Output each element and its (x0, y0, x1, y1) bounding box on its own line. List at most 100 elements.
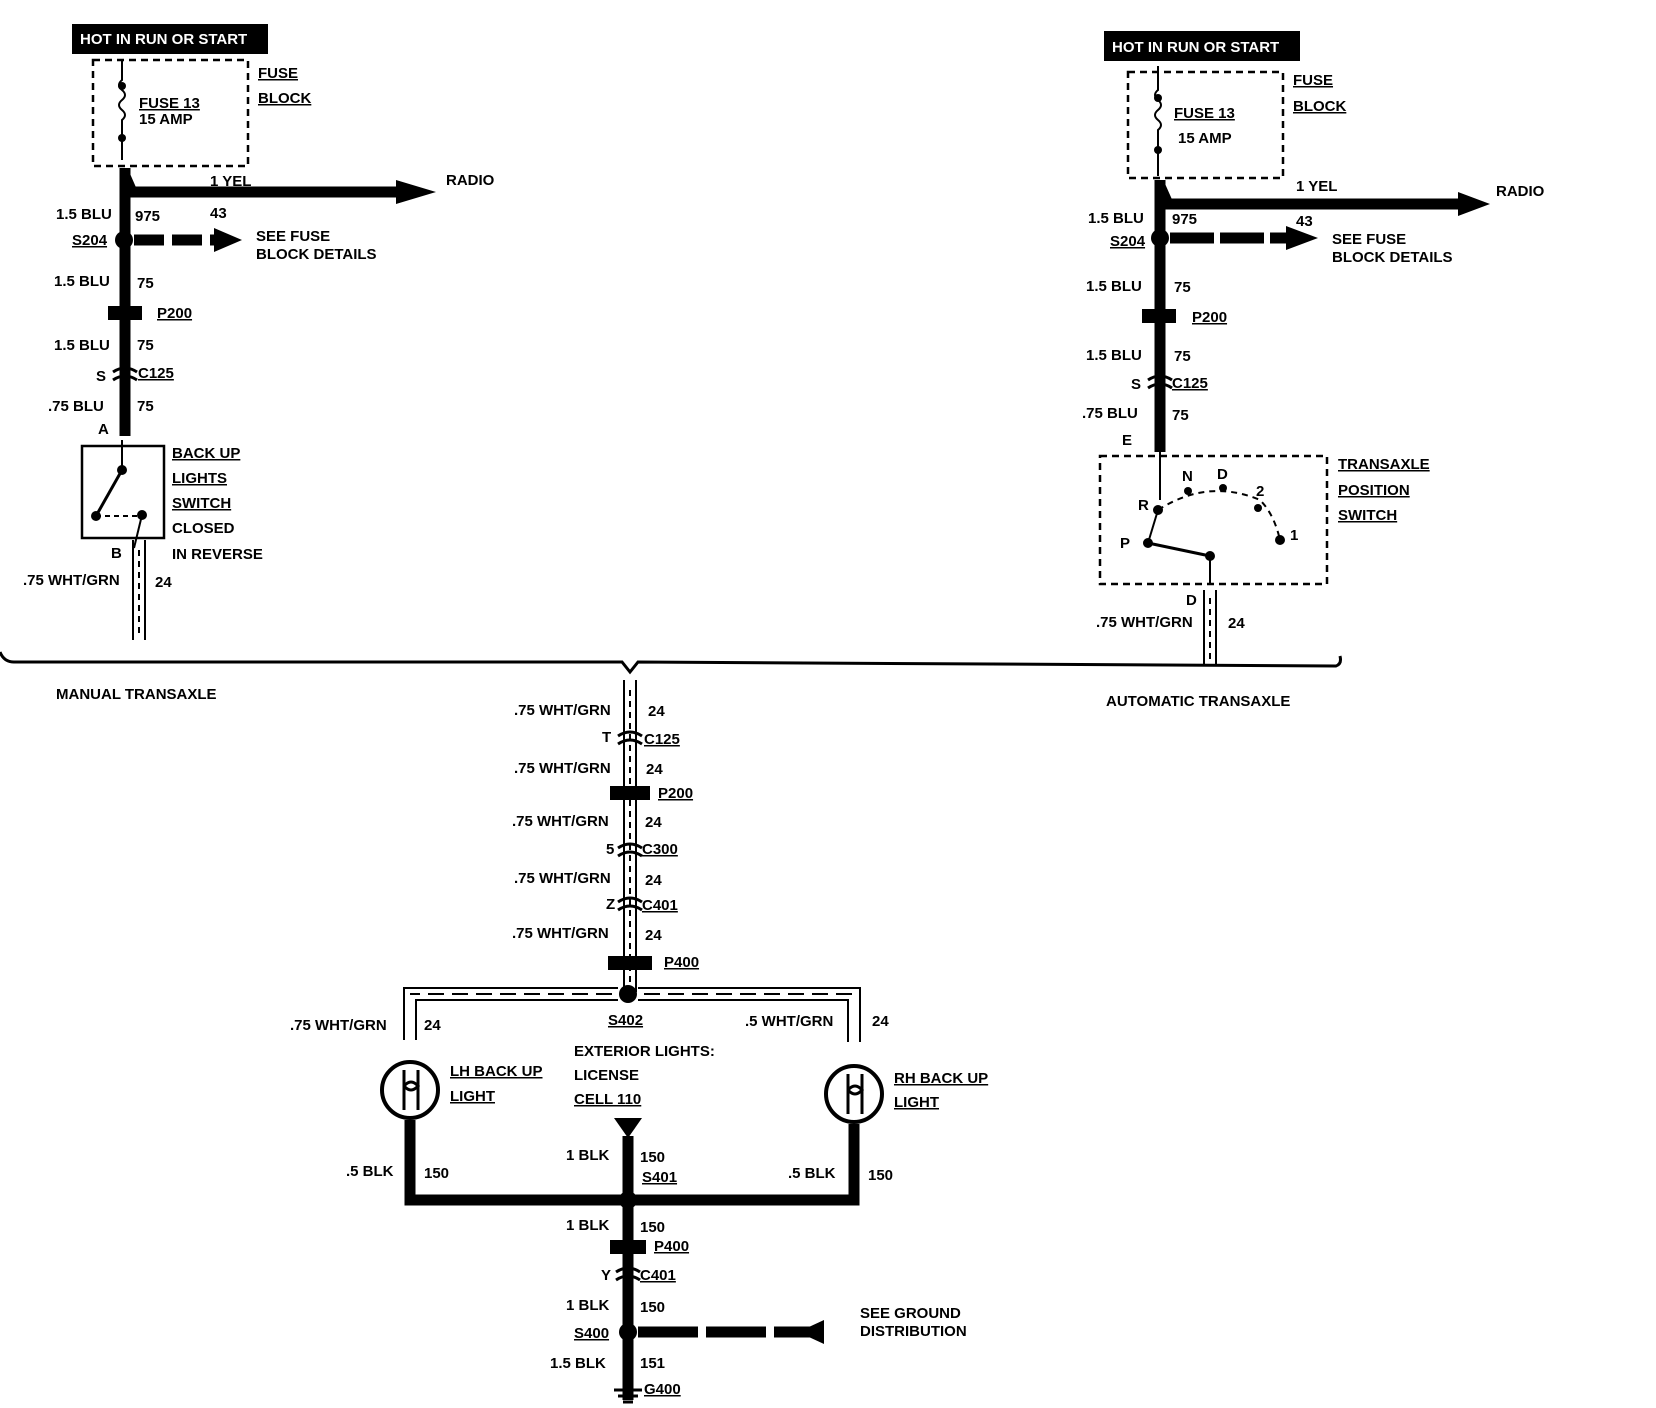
rh-branch-wire (638, 987, 861, 1042)
lh-light-label-1: LH BACK UP (450, 1063, 543, 1080)
c300-pin: 5 (606, 841, 614, 858)
w5-color: .75 WHT/GRN (23, 572, 120, 589)
rh-light-label-2: LIGHT (894, 1094, 939, 1111)
lh-backup-lamp-icon (380, 1060, 440, 1120)
g2-color: 1 BLK (566, 1297, 610, 1314)
fuse-name: FUSE 13 (139, 95, 200, 112)
see-ground-2: DISTRIBUTION (860, 1323, 967, 1340)
connector-c125: C125 (138, 365, 174, 382)
w2-color: 1.5 BLU (1086, 278, 1142, 295)
radio-wire-color: 1 YEL (1296, 178, 1337, 195)
switch-label-1: TRANSAXLE (1338, 456, 1430, 473)
connector-c125-symbol (1147, 374, 1173, 390)
lh-gnd-color: .5 BLK (346, 1163, 394, 1180)
see-fuse-1: SEE FUSE (1332, 231, 1406, 248)
see-fuse-arrow (214, 228, 242, 252)
w1-circuit: 24 (648, 703, 665, 720)
rh-gnd-color: .5 BLK (788, 1165, 836, 1182)
connector-p400b: P400 (654, 1238, 689, 1255)
fuse-block-label-2: BLOCK (258, 90, 311, 107)
c401-pin: Z (606, 896, 615, 913)
splice-s400: S400 (574, 1325, 609, 1342)
g3-circuit: 151 (640, 1355, 665, 1372)
splice-s204-dot (115, 231, 133, 249)
radio-label: RADIO (446, 172, 495, 189)
connector-c401b: C401 (640, 1267, 676, 1284)
w5-circuit: 24 (645, 927, 662, 944)
automatic-transaxle-circuit: HOT IN RUN OR START FUSE 13 15 AMP FUSE … (1082, 31, 1545, 664)
see-fuse-2: BLOCK DETAILS (256, 246, 377, 263)
fuse-rating: 15 AMP (1178, 130, 1232, 147)
switch-label-3: SWITCH (172, 495, 231, 512)
fuse-rating: 15 AMP (139, 111, 193, 128)
fuse-block-label-2: BLOCK (1293, 98, 1346, 115)
c-gnd-color: 1 BLK (566, 1147, 610, 1164)
g1-color: 1 BLK (566, 1217, 610, 1234)
w3-color: 1.5 BLU (1086, 347, 1142, 364)
fuse-block-label-1: FUSE (1293, 72, 1333, 89)
radio-wire (119, 173, 400, 198)
ground-g400: G400 (644, 1381, 681, 1398)
c125-pin: S (96, 368, 106, 385)
connector-c125: C125 (644, 731, 680, 748)
w5-circuit: 24 (155, 574, 172, 591)
c-gnd-circuit: 150 (640, 1149, 665, 1166)
connector-p400: P400 (664, 954, 699, 971)
w2-color: .75 WHT/GRN (514, 760, 611, 777)
w3-color: .75 WHT/GRN (512, 813, 609, 830)
lh-light-label-2: LIGHT (450, 1088, 495, 1105)
fuse-13-symbol (118, 60, 126, 160)
switch-label-4: CLOSED (172, 520, 235, 537)
switch-label-2: POSITION (1338, 482, 1410, 499)
switch-label-2: LIGHTS (172, 470, 227, 487)
pos-2: 2 (1256, 483, 1264, 500)
w3-circuit: 24 (645, 814, 662, 831)
lh-branch-wire (403, 987, 618, 1040)
pos-r: R (1138, 497, 1149, 514)
w3-circuit: 75 (1174, 348, 1191, 365)
hot-label-box (72, 24, 268, 54)
manual-transaxle-circuit: HOT IN RUN OR START FUSE 13 15 AMP FUSE … (23, 24, 495, 640)
radio-circuit: 43 (210, 205, 227, 222)
license-light-ground-arrow (614, 1118, 642, 1138)
radio-wire-color: 1 YEL (210, 173, 251, 190)
lamps-and-ground-circuit: .75 WHT/GRN 24 T C125 .75 WHT/GRN 24 P20… (290, 680, 988, 1404)
g2-circuit: 150 (640, 1299, 665, 1316)
w4-circuit: 24 (645, 872, 662, 889)
w3-circuit: 75 (137, 337, 154, 354)
see-ground-1: SEE GROUND (860, 1305, 961, 1322)
c401b-pin: Y (601, 1267, 611, 1284)
radio-arrow (396, 180, 436, 204)
w5-color: .75 WHT/GRN (512, 925, 609, 942)
g3-color: 1.5 BLK (550, 1355, 606, 1372)
fuse-block-outline (1126, 70, 1285, 180)
switch-pin-a: A (98, 421, 109, 438)
radio-circuit: 43 (1296, 213, 1313, 230)
fuse-name: FUSE 13 (1174, 105, 1235, 122)
ext-label-1: EXTERIOR LIGHTS: (574, 1043, 715, 1060)
w4-circuit: 75 (1172, 407, 1189, 424)
connector-p200-symbol (108, 306, 142, 320)
w2-circuit: 75 (137, 275, 154, 292)
w1-color: .75 WHT/GRN (514, 702, 611, 719)
rh-backup-lamp-icon (824, 1064, 884, 1124)
radio-label: RADIO (1496, 183, 1545, 200)
splice-s401-dot (619, 1191, 637, 1209)
splice-s204: S204 (72, 232, 108, 249)
c125-pin: S (1131, 376, 1141, 393)
connector-p200-symbol (1142, 309, 1176, 323)
connector-c300: C300 (642, 841, 678, 858)
manual-caption: MANUAL TRANSAXLE (56, 686, 217, 703)
w4-color: .75 BLU (1082, 405, 1138, 422)
w2-color: 1.5 BLU (54, 273, 110, 290)
connector-p200: P200 (1192, 309, 1227, 326)
connector-p200: P200 (658, 785, 693, 802)
ground-g400-icon (614, 1388, 642, 1404)
switch-label-1: BACK UP (172, 445, 240, 462)
w1-circuit: 975 (135, 208, 160, 225)
radio-arrow (1458, 192, 1490, 216)
connector-p200: P200 (157, 305, 192, 322)
w3-color: 1.5 BLU (54, 337, 110, 354)
splice-s402: S402 (608, 1012, 643, 1029)
